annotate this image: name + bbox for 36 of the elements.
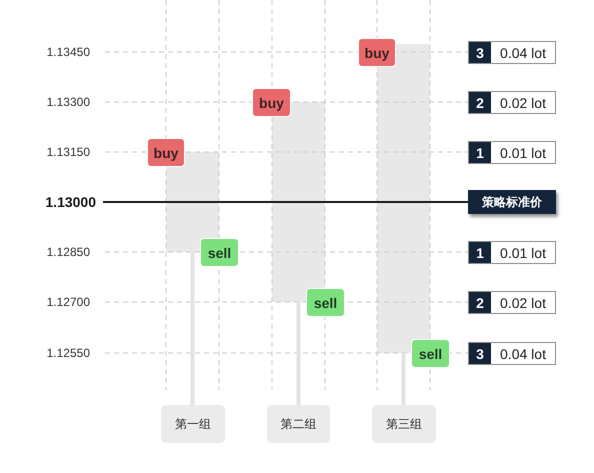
lot-size-box: [468, 91, 556, 114]
reference-price-line: [103, 201, 468, 203]
price-axis-label: 1.13300: [46, 95, 90, 109]
sell-tag: sell: [411, 339, 450, 368]
lot-size-text: 0.02 lot: [499, 294, 547, 312]
price-axis-label: 1.13150: [46, 145, 90, 159]
level-number-badge: 3: [469, 343, 491, 364]
level-number-badge: 2: [469, 92, 491, 113]
buy-tag: buy: [147, 138, 185, 167]
group-label-box: 第一组: [161, 405, 225, 443]
lot-size-box: [468, 141, 556, 164]
lot-size-text: 0.04 lot: [499, 44, 547, 62]
lot-size-box: [468, 41, 556, 64]
price-axis-label: 1.12700: [46, 295, 90, 309]
price-axis-label: 1.13000: [44, 194, 96, 210]
level-number-badge: 2: [469, 292, 491, 313]
lot-size-box: [468, 241, 556, 264]
buy-tag: buy: [252, 88, 291, 117]
level-number-badge: 3: [469, 42, 491, 63]
level-number-badge: 1: [469, 242, 491, 263]
buy-tag: buy: [358, 38, 396, 67]
lot-size-text: 0.01 lot: [499, 144, 547, 162]
lot-size-text: 0.01 lot: [499, 244, 547, 262]
price-axis-label: 1.12850: [46, 245, 90, 259]
group-label-box: 第三组: [372, 405, 436, 443]
sell-tag: sell: [306, 288, 345, 317]
sell-tag: sell: [200, 238, 239, 267]
lot-size-box: [468, 342, 556, 365]
reference-price-box: 策略标准价: [468, 190, 556, 214]
lot-size-text: 0.02 lot: [499, 94, 547, 112]
lot-size-box: [468, 291, 556, 314]
price-axis-label: 1.12550: [46, 346, 90, 360]
level-number-badge: 1: [469, 142, 491, 163]
price-axis-label: 1.13450: [46, 45, 90, 59]
group-label-box: 第二组: [267, 405, 330, 443]
lot-size-text: 0.04 lot: [499, 344, 547, 364]
